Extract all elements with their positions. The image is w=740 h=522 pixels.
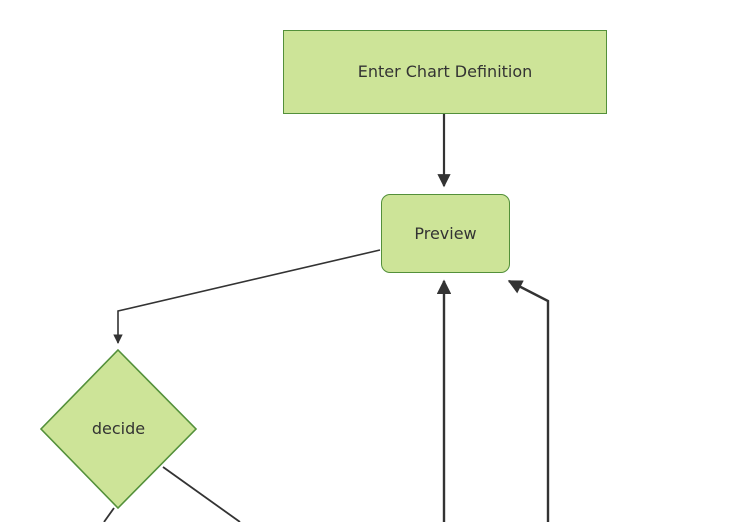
edge-preview-to-decide	[113, 249, 381, 344]
node-preview-label: Preview	[414, 223, 477, 243]
edge-decide-right-out	[162, 466, 241, 522]
node-preview[interactable]: Preview	[381, 194, 510, 273]
node-decide-shape[interactable]	[39, 348, 198, 510]
edge-bottom-right-to-preview	[507, 279, 550, 522]
node-decide-label-wrap: decide	[41, 414, 196, 444]
node-decide-label: decide	[91, 419, 146, 439]
edge-decide-bottom-out	[103, 507, 115, 522]
node-enter-chart-definition-label: Enter Chart Definition	[357, 62, 533, 82]
node-enter-chart-definition[interactable]: Enter Chart Definition	[283, 30, 607, 114]
